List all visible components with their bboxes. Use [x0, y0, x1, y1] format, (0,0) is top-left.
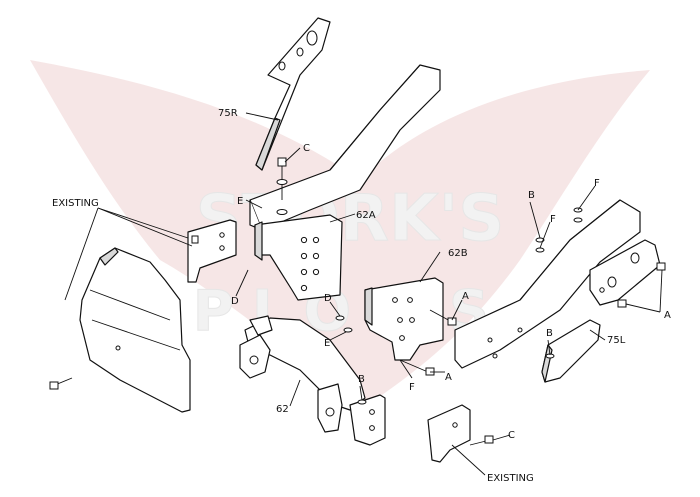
bolt-lower-left — [49, 377, 73, 390]
bracket-75l — [541, 319, 601, 383]
bracket-right-a — [589, 239, 666, 308]
label-c-top: C — [303, 143, 310, 154]
hardware-top-right — [535, 207, 583, 253]
label-e-center: E — [324, 338, 330, 349]
label-75r: 75R — [218, 108, 238, 119]
plate-62b — [364, 277, 444, 361]
label-f-center: F — [409, 382, 415, 393]
callout-labels: 75R C E 62A EXISTING D 62B D E A A F B 6… — [52, 108, 671, 484]
label-a-lower: A — [445, 372, 452, 383]
label-a-right: A — [664, 310, 671, 321]
label-f-top: F — [594, 178, 600, 189]
plate-62a — [254, 214, 343, 301]
label-b-right: B — [546, 328, 553, 339]
hardware-stack-62b — [335, 315, 353, 333]
crossbar-62 — [239, 315, 366, 433]
existing-bracket-top — [187, 219, 237, 283]
existing-bracket-bottom — [427, 404, 494, 463]
bolts-a-center — [399, 309, 457, 376]
bumper-left — [79, 247, 191, 413]
label-existing-bottom: EXISTING — [487, 473, 534, 484]
label-c-bottom: C — [508, 430, 515, 441]
label-d-center: D — [324, 293, 332, 304]
frame-rail-left — [454, 199, 641, 369]
label-62b: 62B — [448, 248, 468, 259]
label-f-mid: F — [550, 214, 556, 225]
label-b-lower: B — [358, 374, 365, 385]
label-d-left: D — [231, 296, 239, 307]
label-62: 62 — [276, 404, 289, 415]
bracket-75r — [255, 17, 331, 171]
label-b-top: B — [528, 190, 535, 201]
frame-rail-right — [249, 64, 441, 231]
hardware-stack-right — [276, 157, 288, 215]
mount-bracket-lower — [349, 394, 386, 446]
label-e-top: E — [237, 196, 243, 207]
label-a-center: A — [462, 291, 469, 302]
label-62a: 62A — [356, 210, 376, 221]
leader-lines — [64, 112, 663, 476]
label-existing-top: EXISTING — [52, 198, 99, 209]
label-75l: 75L — [607, 335, 626, 346]
